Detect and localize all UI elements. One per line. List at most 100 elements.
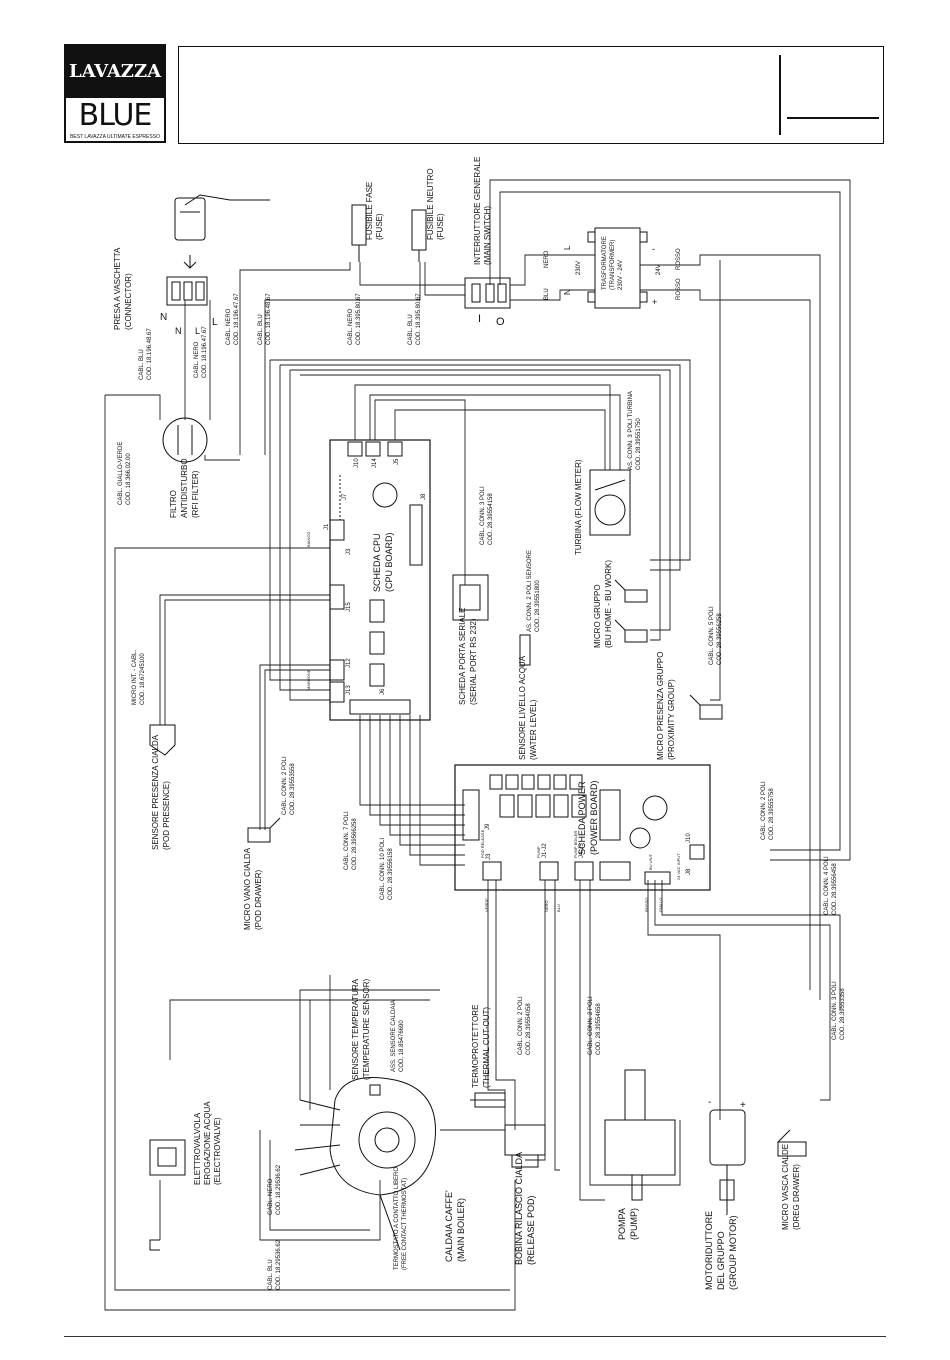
label-tr-plus: + [652,297,657,307]
label-l-plug: L [195,326,200,336]
label-pompa: POMPA(PUMP) [617,1208,639,1240]
wire-tr-24b [640,289,811,990]
wire-j12-b [264,669,330,830]
wire-j12-a [259,664,330,830]
wire-switch-blu [510,289,595,301]
pump-icon [604,1069,676,1201]
wire-ribbon-3 [379,715,465,826]
wire-ribbon-5 [399,715,465,846]
wire-j14 [374,399,466,585]
power-plug-icon [174,194,270,269]
wire-proximity [710,260,721,701]
release-pod-coil-icon [504,1124,546,1168]
title-block-rule [787,117,879,119]
electrovalve-icon [149,1139,186,1251]
thermal-cutout-icon [474,1092,506,1108]
cpu-board [329,439,431,721]
wire-ribbon-1 [359,715,465,806]
wire-j15b [164,599,330,725]
wire-pump-a [579,880,605,1201]
lavazza-blue-logo: LAVAZZA BLUE BEST LAVAZZA ULTIMATE ESPRE… [64,44,166,143]
label-interruttore: INTERRUTTORE GENERALE(MAIN SWITCH) [473,157,492,265]
label-micro-gruppo: MICRO GRUPPO(BU HOME - BU WORK) [593,560,613,648]
rfi-filter-icon [162,417,208,463]
logo-brand: LAVAZZA [66,46,164,98]
wire-thermo-2 [269,1140,370,1231]
transformer-icon [587,227,648,309]
wire-top-right-2 [280,364,681,571]
wire-mains-n [264,262,421,455]
wire-ribbon-7 [419,715,465,866]
page-bottom-rule [64,1336,886,1337]
label-j1: J1 [324,523,330,530]
wire-j1-boiler-b [554,880,560,1171]
label-j10p: J10 [686,833,692,843]
label-scheda-cpu: SCHEDA CPU(CPU BOARD) [372,532,394,592]
wire-switch-nero [510,254,595,286]
label-caldaia: CALDAIA CAFFE'(MAIN BOILER) [444,1190,466,1262]
presa-connector-icon [166,276,208,306]
label-j3: J3 [346,548,352,555]
wires [104,179,851,1311]
flow-meter-icon [589,469,631,536]
wire-turbina-a [354,384,611,470]
dreg-drawer-micro-icon [777,1129,807,1157]
water-level-sensor-icon [519,634,531,666]
wire-bundle-b [279,365,330,691]
wire-rfi-out [204,455,240,461]
label-micro-vano: MICRO VANO CIALDA(POD DRAWER) [243,847,263,930]
label-j1j2: J1-J2 [542,843,548,858]
label-presa: PRESA A VASCHETTA(CONNECTOR) [113,247,133,330]
title-block-divider [779,55,781,135]
label-switch-o: O [496,316,505,328]
label-rosso-a: ROSSO [676,248,682,270]
tag-bianco: BIANCO [306,532,311,547]
label-bobina: BOBINA RILASCIO CIALDA(RELEASE POD) [514,1152,536,1265]
wire-j1-boiler-a [525,880,546,1161]
wire-fuse-fase [359,262,465,286]
label-nero-w: NERO [544,250,550,268]
title-block [178,46,884,144]
label-elettrovalvola: ELETTROVALVOLAEROGAZIONE ACQUA(ELECTROVA… [193,1101,222,1185]
label-j7: J7 [342,493,348,500]
label-trasformatore: TRASFORMATORE(TRANSFORMER)230V - 24V [602,236,624,290]
label-tr-n: N [563,289,572,295]
label-bu-unit: BU UNIT [648,853,653,870]
label-turbina: TURBINA (FLOW METER) [574,459,583,555]
label-tr-230v: 230V [576,261,582,275]
label-pod-release: POD RELEASE [480,829,485,858]
micro-presenza-icon [689,694,723,720]
label-tr-24v: 24V [656,264,662,275]
label-sensore-temp: SENSORE TEMPERATURA(TEMPERATURE SENSOR) [351,978,371,1080]
wire-j8-c [661,880,841,1010]
label-j13: J13 [346,685,352,695]
label-j15: J15 [346,602,352,612]
wire-ribbon-4 [389,715,465,836]
label-j4j5: J4-J5 [579,843,585,858]
label-n-top: N [160,312,167,323]
fuse-fase-icon [351,204,367,262]
wire-valve [169,999,430,1060]
label-j10: J10 [354,458,360,468]
label-blu-w: BLU [544,288,550,300]
label-pump-boiler: PUMP BOILER [573,831,578,858]
label-j3p: J3 [486,853,492,860]
wire-j3-release [487,880,506,1130]
label-j6: J6 [380,688,386,695]
tag-verde: VERDE [484,898,489,912]
label-j9: J9 [485,823,491,830]
tag-nero: NERO [544,900,549,912]
